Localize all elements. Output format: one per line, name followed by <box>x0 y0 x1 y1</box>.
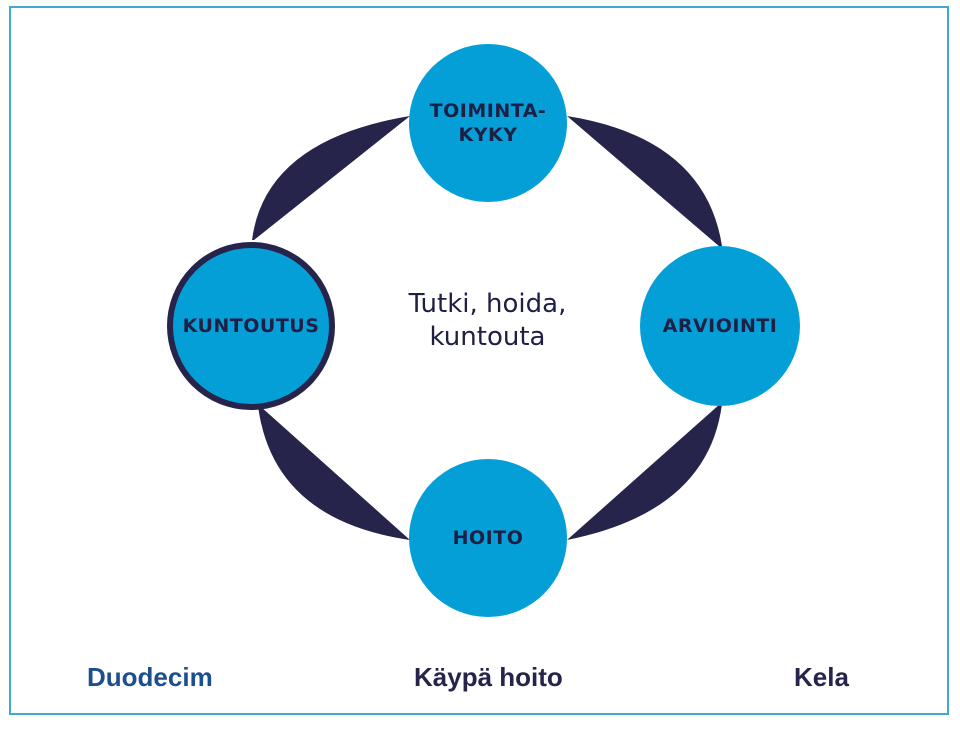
node-arviointi: ARVIOINTI <box>640 246 800 406</box>
center-text: Tutki, hoida, kuntouta <box>408 289 567 352</box>
node-hoito-label: HOITO <box>452 527 524 549</box>
connector-top-right <box>567 116 722 247</box>
node-kuntoutus-label: KUNTOUTUS <box>182 315 320 337</box>
connector-bottom-left <box>258 406 410 540</box>
node-kuntoutus: KUNTOUTUS <box>167 242 335 410</box>
connector-bottom-right <box>567 404 722 540</box>
connector-top-left <box>252 116 410 240</box>
node-toimintakyky: TOIMINTA- KYKY <box>409 44 567 202</box>
node-toimintakyky-label: TOIMINTA- KYKY <box>429 100 547 146</box>
node-hoito: HOITO <box>409 459 567 617</box>
kaypa-hoito-logo: Käypä hoito <box>414 662 563 692</box>
kela-logo: Kela <box>794 662 849 692</box>
duodecim-logo: Duodecim <box>87 662 213 692</box>
node-arviointi-label: ARVIOINTI <box>662 315 778 337</box>
